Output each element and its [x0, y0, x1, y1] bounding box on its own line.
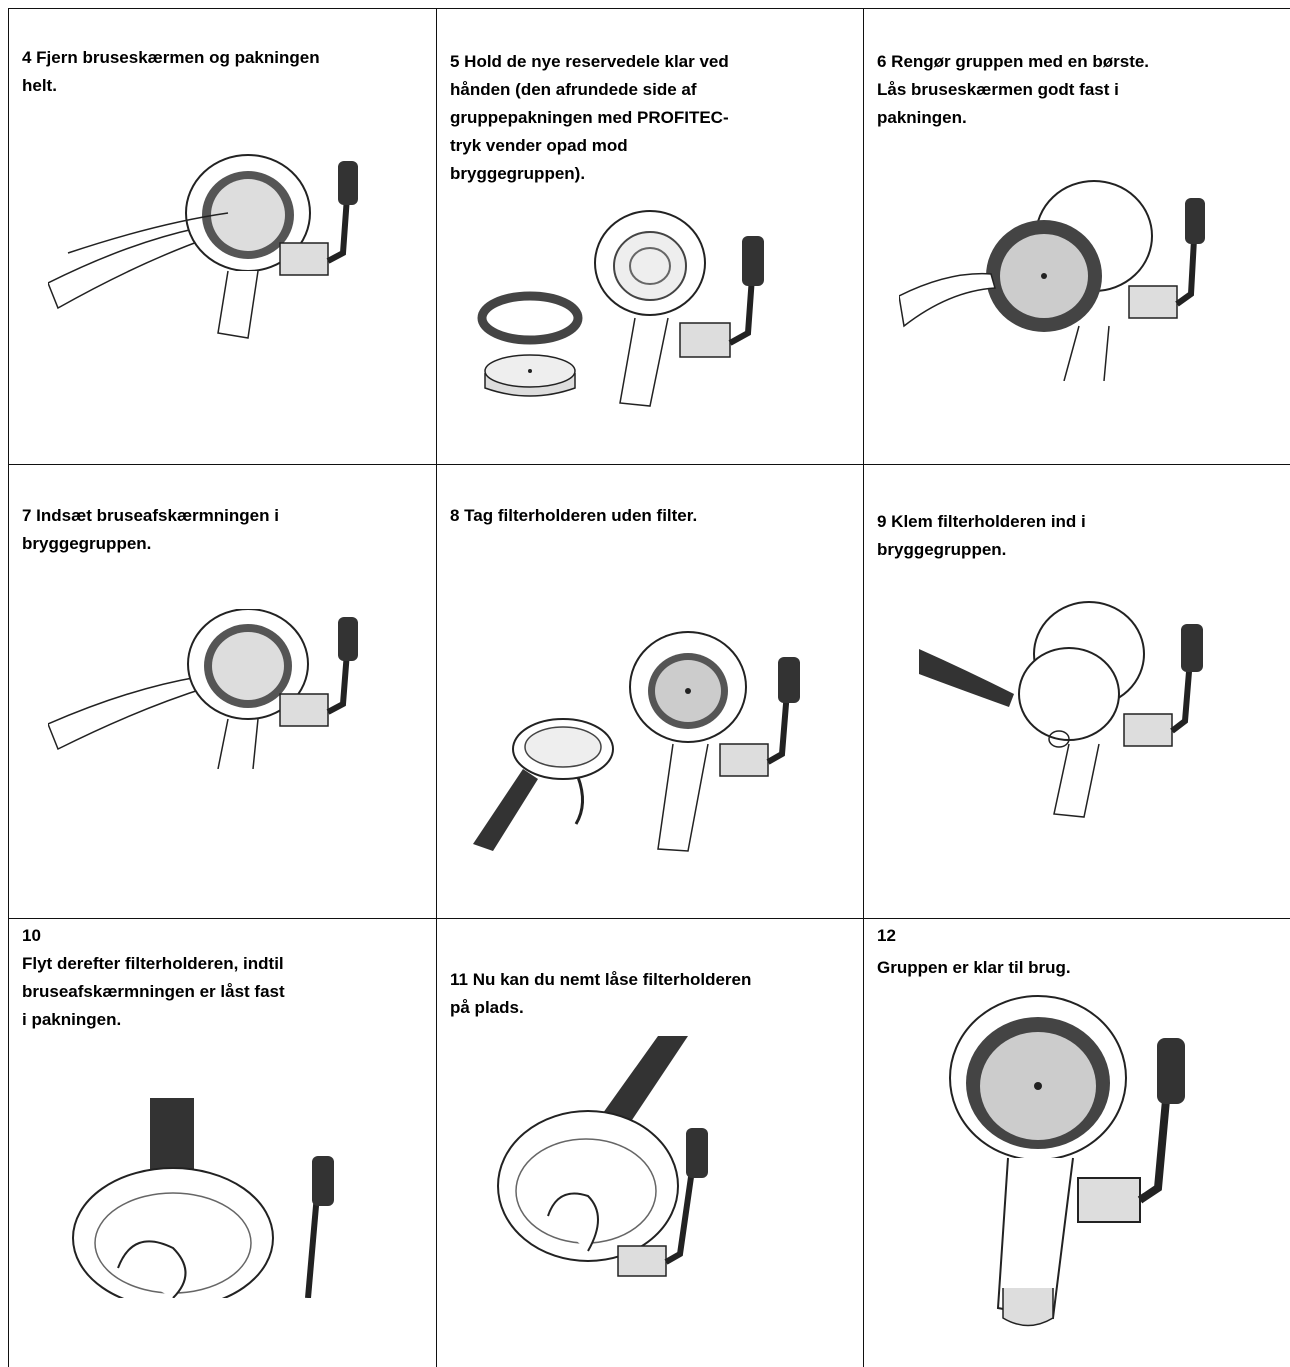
- step-5-illustration: [470, 208, 790, 408]
- step-11-text: 11 Nu kan du nemt låse filterholderen på…: [450, 966, 849, 1022]
- step-7-cell: 7 Indsæt bruseafskærmningen i bryggegrup…: [8, 464, 436, 918]
- step-6-illustration: [899, 176, 1219, 381]
- step-10-illustration: [58, 1098, 358, 1298]
- step-7-illustration: [48, 609, 368, 769]
- step-8-text: 8 Tag filterholderen uden filter.: [450, 502, 849, 530]
- step-6-text: 6 Rengør gruppen med en børste. Lås brus…: [877, 48, 1276, 132]
- step-7-text: 7 Indsæt bruseafskærmningen i bryggegrup…: [22, 502, 422, 558]
- instruction-grid: 4 Fjern bruseskærmen og pakningen helt. …: [8, 8, 1290, 1367]
- step-12-text: Gruppen er klar til brug.: [877, 954, 1276, 982]
- step-4-text: 4 Fjern bruseskærmen og pakningen helt.: [22, 44, 422, 100]
- step-12-illustration: [943, 988, 1193, 1348]
- step-8-illustration: [468, 629, 813, 854]
- step-10-number: 10: [22, 922, 422, 950]
- step-10-cell: 10 Flyt derefter filterholderen, indtil …: [8, 918, 436, 1367]
- step-9-cell: 9 Klem filterholderen ind i bryggegruppe…: [863, 464, 1290, 918]
- step-6-cell: 6 Rengør gruppen med en børste. Lås brus…: [863, 8, 1290, 464]
- step-11-illustration: [468, 1036, 778, 1296]
- step-9-illustration: [919, 599, 1237, 819]
- step-4-illustration: [48, 143, 368, 348]
- step-8-cell: 8 Tag filterholderen uden filter.: [436, 464, 863, 918]
- step-11-cell: 11 Nu kan du nemt låse filterholderen på…: [436, 918, 863, 1367]
- step-10-text: Flyt derefter filterholderen, indtil bru…: [22, 950, 422, 1034]
- step-4-cell: 4 Fjern bruseskærmen og pakningen helt.: [8, 8, 436, 464]
- step-12-number: 12: [877, 922, 1276, 950]
- step-5-cell: 5 Hold de nye reservedele klar ved hånde…: [436, 8, 863, 464]
- step-12-cell: 12 Gruppen er klar til brug.: [863, 918, 1290, 1367]
- step-9-text: 9 Klem filterholderen ind i bryggegruppe…: [877, 508, 1276, 564]
- step-5-text: 5 Hold de nye reservedele klar ved hånde…: [450, 48, 849, 188]
